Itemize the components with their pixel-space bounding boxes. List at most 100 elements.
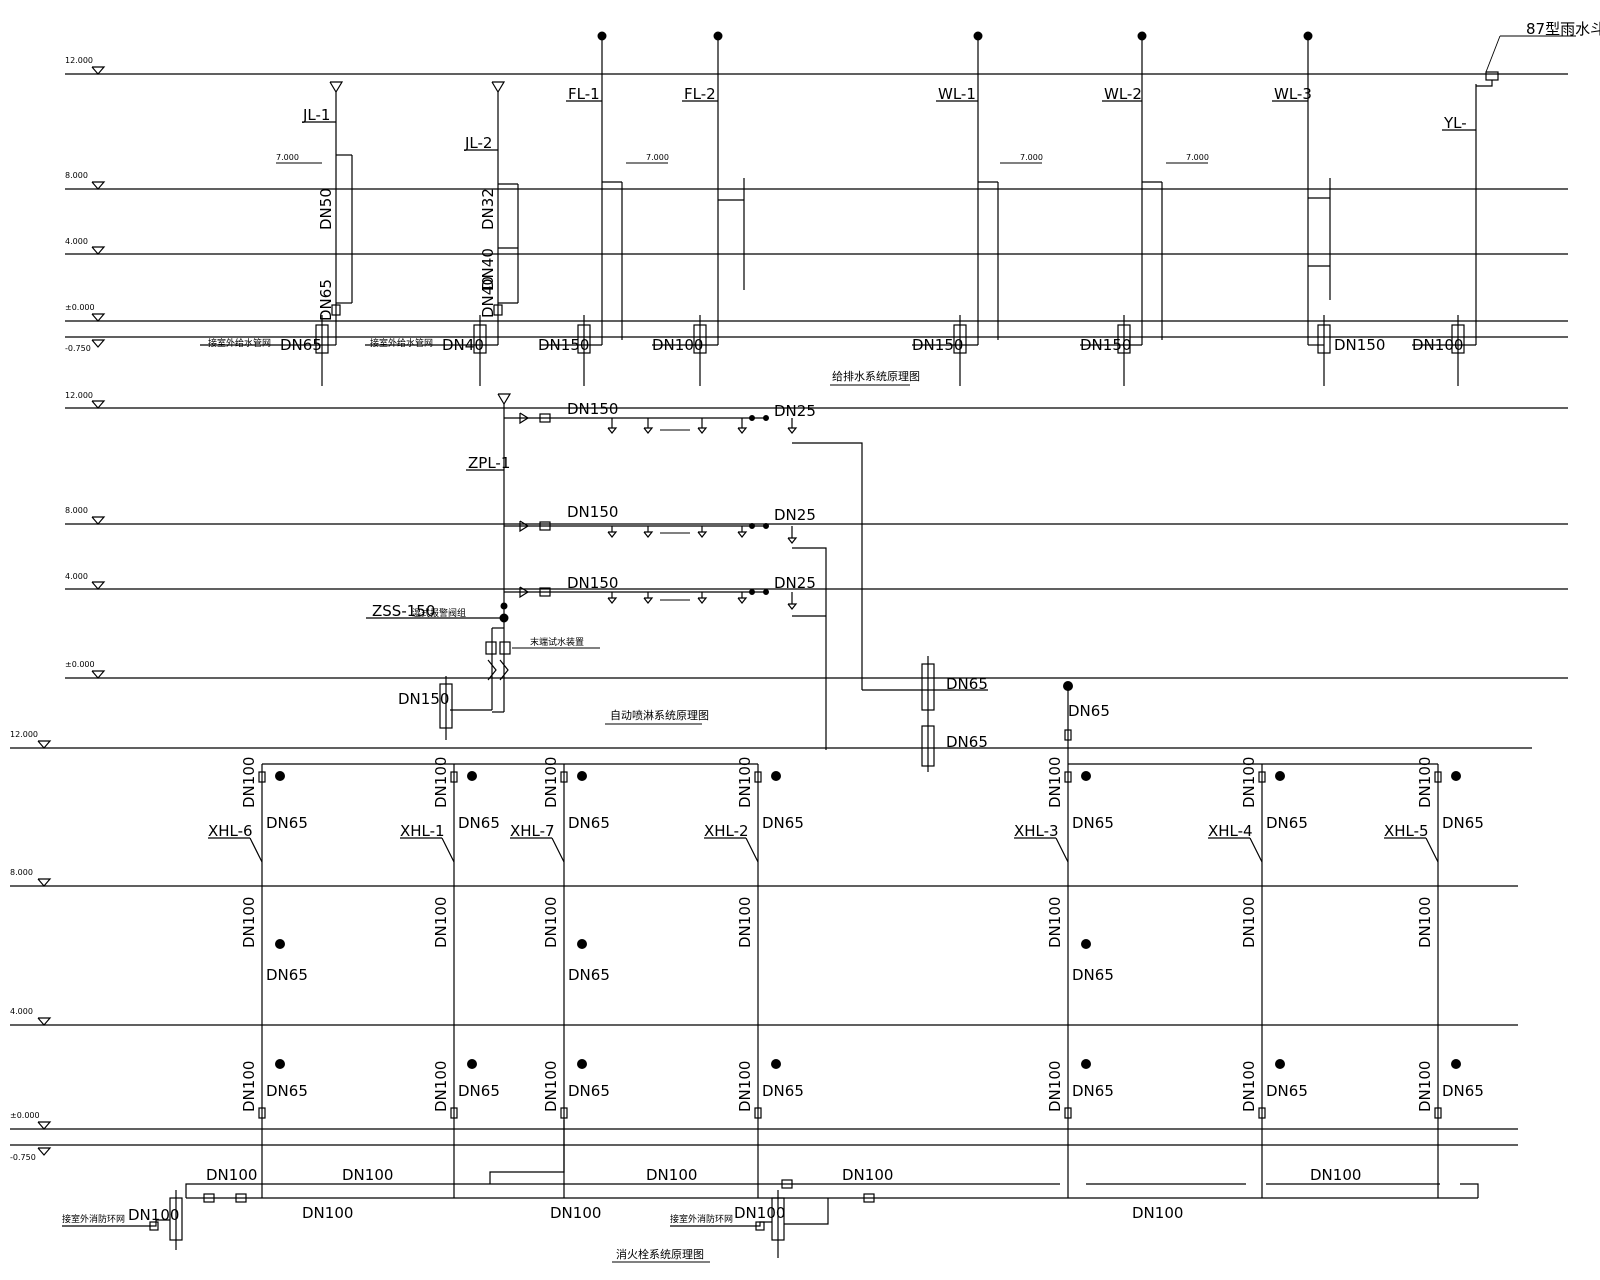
gate-valve-icon	[560, 771, 568, 783]
hydrant-cabinet-icon	[1081, 771, 1091, 781]
valve-label: ZSS-150	[372, 602, 435, 620]
gate-valve-icon	[754, 1107, 762, 1119]
level-label: 12.000	[65, 391, 93, 400]
pipe-size-label: DN100	[734, 1204, 785, 1222]
hydrant-inlet: 接室外消防环网 DN100	[62, 1190, 183, 1250]
pipe-size-label: DN65	[1068, 702, 1110, 720]
level-label: 12.000	[10, 730, 38, 739]
inlet-note: 接室外给水管网	[370, 337, 433, 349]
riser-label: XHL-2	[704, 822, 749, 840]
level-label: 7.000	[1020, 153, 1043, 162]
leader-line	[249, 837, 263, 863]
leader-line	[1055, 837, 1069, 863]
pipe-size-label: DN65	[762, 1082, 804, 1100]
pipe-size-label: DN65	[458, 814, 500, 832]
pipe-size-label: DN100	[1132, 1204, 1183, 1222]
gate-valve-icon	[1434, 1107, 1442, 1119]
hydrant-cabinet-icon	[577, 1059, 587, 1069]
gate-valve-icon	[1064, 1107, 1072, 1119]
riser-wl-1: WL-1 7.000 DN150	[912, 31, 1043, 386]
hydrant-cabinet-icon	[771, 1059, 781, 1069]
gate-valve-icon	[1258, 1107, 1266, 1119]
sprinkler-section: 12.000 8.000 4.000 ±0.000 ZPL-1	[65, 391, 1568, 772]
pipe-size-label: DN100	[1310, 1166, 1361, 1184]
riser-label: XHL-1	[400, 822, 445, 840]
pipe-size-label: DN150	[398, 690, 449, 708]
level-marker: 12.000 8.000 4.000 ±0.000	[65, 391, 106, 679]
hydrant-inlet: 接室外消防环网 DN100	[670, 1190, 829, 1258]
pipe-size-label: DN40	[479, 276, 497, 318]
pipe-size-label: DN100	[432, 1061, 450, 1112]
gate-valve-icon	[1434, 771, 1442, 783]
pipe-size-label: DN65	[946, 675, 988, 693]
inlet-note: 接室外消防环网	[670, 1213, 733, 1225]
hydrant-cabinet-icon	[467, 1059, 477, 1069]
pipe-size-label: DN65	[1072, 814, 1114, 832]
pipe-size-label: DN150	[912, 336, 963, 354]
pipe-size-label: DN25	[774, 402, 816, 420]
pipe-size-label: DN100	[240, 1061, 258, 1112]
section-caption: 给排水系统原理图	[832, 369, 920, 383]
pipe-size-label: DN100	[842, 1166, 893, 1184]
sprinkler-branch: DN150 DN25	[504, 574, 826, 617]
pipe-size-label: DN100	[1240, 757, 1258, 808]
hydrant-cabinet-icon	[275, 771, 285, 781]
alarm-valve-assembly: ZSS-150 湿式报警阀组 末端试水装置 DN150	[366, 596, 600, 740]
pipe-size-label: DN100	[542, 1061, 560, 1112]
pipe-size-label: DN100	[550, 1204, 601, 1222]
pipe-size-label: DN100	[432, 897, 450, 948]
level-label: 7.000	[646, 153, 669, 162]
level-label: -0.750	[65, 344, 91, 353]
pipe-size-label: DN150	[538, 336, 589, 354]
pipe-size-label: DN65	[1072, 1082, 1114, 1100]
riser-fl-1: FL-1 7.000 DN150	[538, 31, 669, 386]
pipe-size-label: DN25	[774, 506, 816, 524]
leader-line	[551, 837, 565, 863]
hydrant-cabinet-icon	[1275, 1059, 1285, 1069]
riser-label: JL-1	[302, 106, 330, 124]
roof-drain-note: 87型雨水斗	[1526, 20, 1600, 38]
sprinkler-branch: DN150 DN25	[504, 400, 863, 690]
level-label: ±0.000	[10, 1111, 40, 1120]
level-label: 4.000	[65, 237, 88, 246]
level-label: 4.000	[10, 1007, 33, 1016]
pipe-size-label: DN25	[774, 574, 816, 592]
pipe-size-label: DN40	[479, 248, 497, 290]
gate-valve-icon	[560, 1107, 568, 1119]
hydrant-cabinet-icon	[1451, 771, 1461, 781]
pipe-size-label: DN150	[567, 400, 618, 418]
hydrant-cabinet-icon	[1451, 1059, 1461, 1069]
riser-label: FL-1	[568, 85, 600, 103]
hydrant-cabinet-icon	[467, 771, 477, 781]
sprinkler-connector: DN65 DN65	[862, 656, 988, 772]
pipe-size-label: DN100	[206, 1166, 257, 1184]
pipe-size-label: DN65	[1266, 814, 1308, 832]
pipe-size-label: DN65	[568, 1082, 610, 1100]
riser-wl-2: WL-2 7.000 DN150	[1080, 31, 1209, 386]
gate-valve-icon	[1064, 771, 1072, 783]
pipe-size-label: DN65	[568, 966, 610, 984]
level-label: 7.000	[276, 153, 299, 162]
level-label: 12.000	[65, 56, 93, 65]
hydrant-cabinet-icon	[275, 939, 285, 949]
pipe-size-label: DN65	[568, 814, 610, 832]
hydrant-cabinet-icon	[1081, 1059, 1091, 1069]
level-marker: 12.000 8.000 4.000 ±0.000 -0.750	[10, 730, 52, 1162]
pipe-size-label: DN65	[317, 279, 335, 321]
valve-note: 湿式报警阀组	[412, 607, 466, 619]
level-label: 8.000	[10, 868, 33, 877]
pipe-size-label: DN100	[1416, 757, 1434, 808]
riser-label: WL-1	[938, 85, 976, 103]
pipe-size-label: DN100	[736, 1061, 754, 1112]
pipe-size-label: DN100	[646, 1166, 697, 1184]
pipe-size-label: DN100	[1416, 897, 1434, 948]
pipe-size-label: DN100	[1412, 336, 1463, 354]
hydrant-cabinet-icon	[577, 771, 587, 781]
riser-label: FL-2	[684, 85, 716, 103]
hydrant-cabinet-icon	[1081, 939, 1091, 949]
pipe-size-label: DN65	[1442, 814, 1484, 832]
pipe-size-label: DN100	[1416, 1061, 1434, 1112]
riser-label: XHL-5	[1384, 822, 1429, 840]
pipe-size-label: DN65	[1072, 966, 1114, 984]
